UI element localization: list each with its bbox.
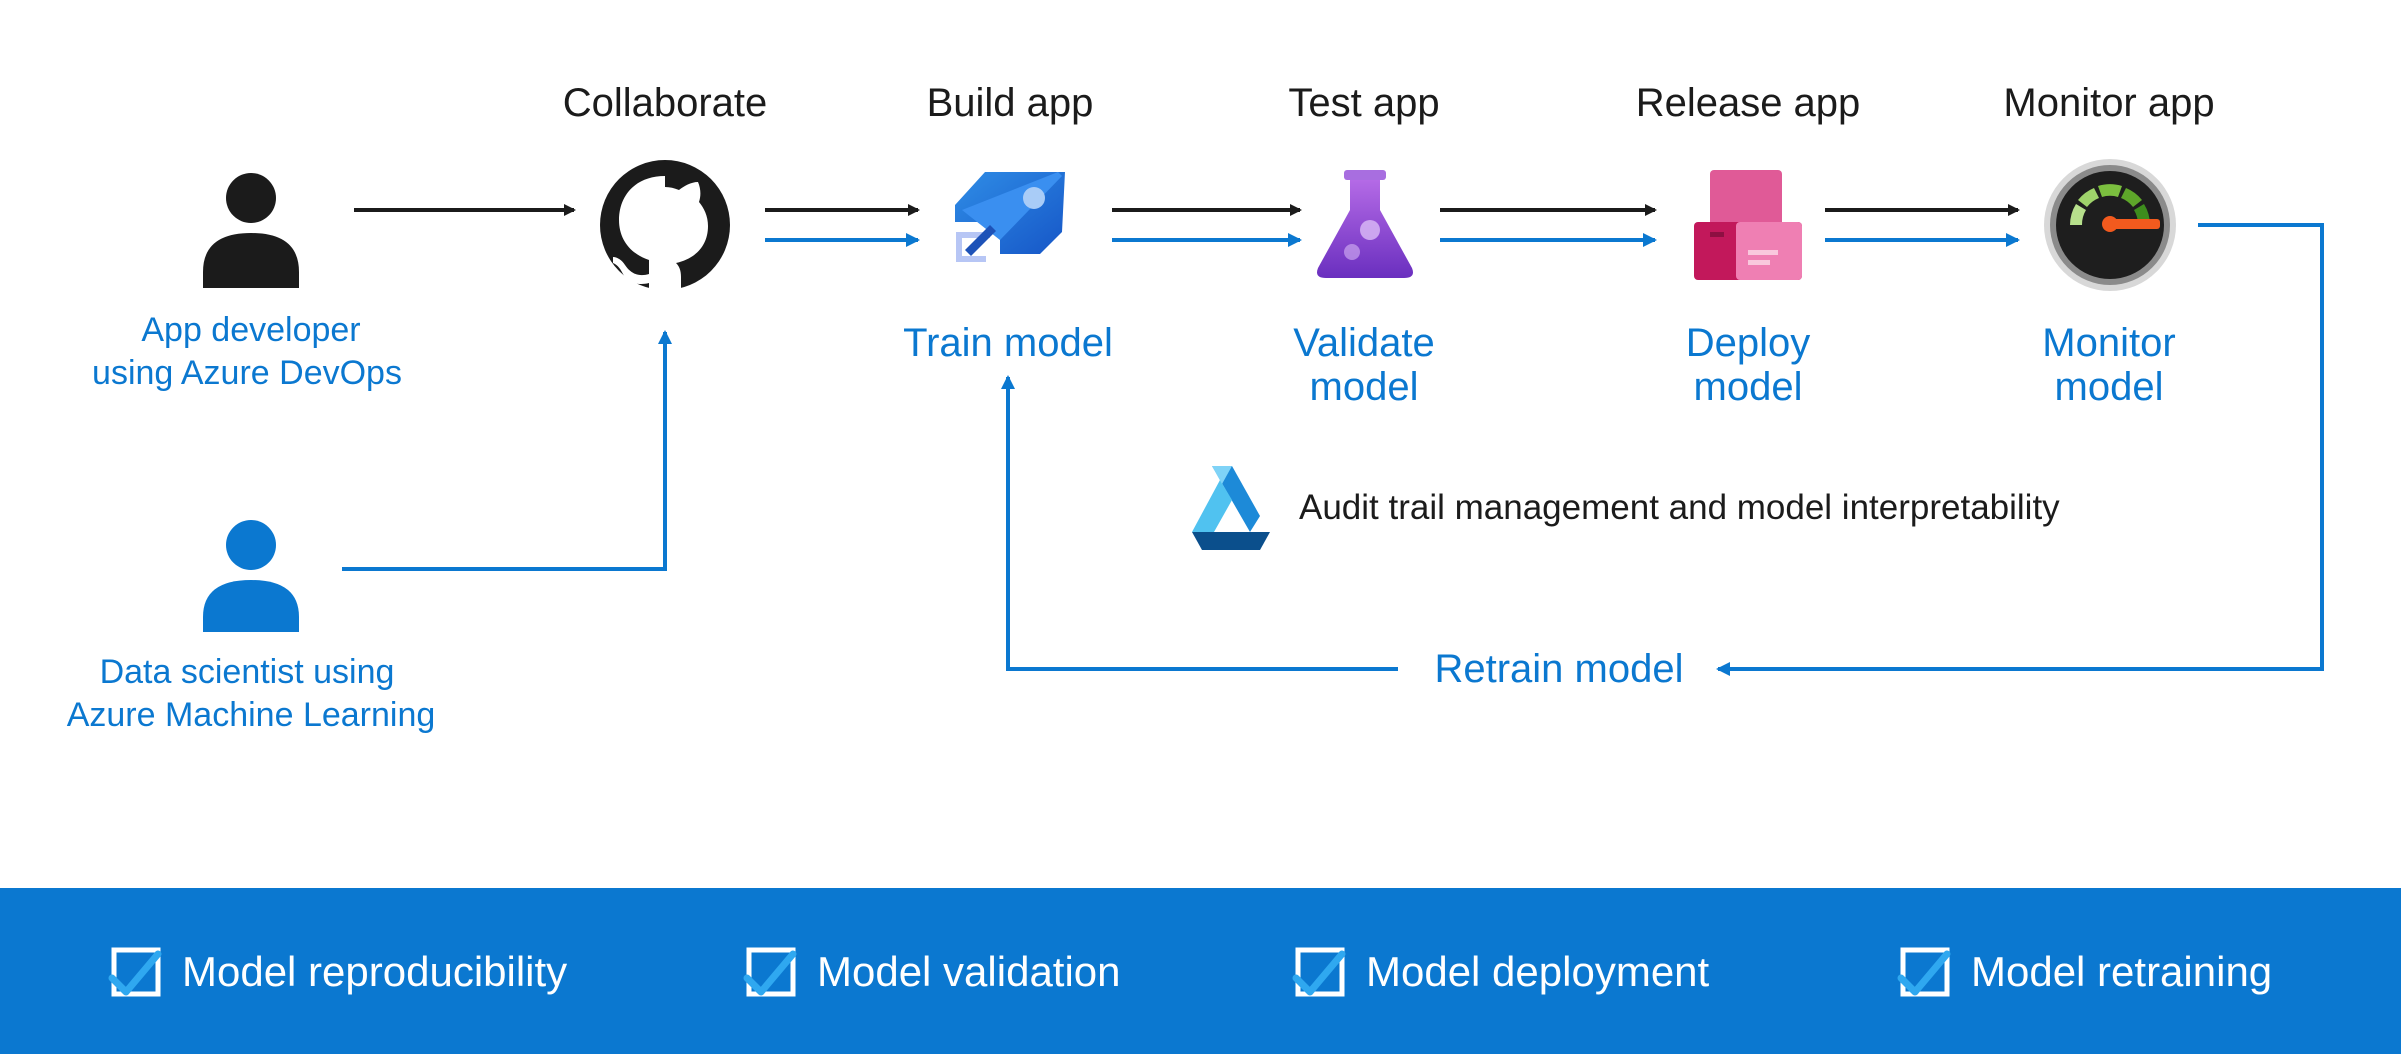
person-icon: [203, 173, 299, 288]
checkbox-icon: [743, 947, 797, 997]
monitor-model-label-line1: Monitor: [2042, 321, 2175, 365]
feature-deployment: Model deployment: [1292, 946, 1710, 998]
feature-label: Model validation: [817, 948, 1121, 995]
checkbox-icon: [1897, 947, 1951, 997]
stage-title-release: Release app: [1636, 81, 1861, 125]
checkbox-icon: [1292, 947, 1346, 997]
scientist-label-line2: Azure Machine Learning: [67, 696, 436, 734]
audit-trail-label: Audit trail management and model interpr…: [1299, 488, 2060, 527]
validate-model-label-line2: model: [1310, 365, 1419, 409]
checkbox-icon: [108, 947, 162, 997]
developer-label-line1: App developer: [141, 311, 360, 349]
train-model-label: Train model: [903, 321, 1113, 365]
feature-label: Model deployment: [1366, 948, 1710, 995]
test-flask-icon: [1317, 170, 1413, 278]
release-boxes-icon: [1694, 170, 1802, 280]
feature-reproducibility: Model reproducibility: [108, 946, 568, 998]
mlops-diagram: Collaborate Build app Test app Release a…: [67, 81, 2324, 734]
feature-validation: Model validation: [743, 946, 1121, 998]
stage-title-collaborate: Collaborate: [563, 81, 768, 125]
developer-label-line2: using Azure DevOps: [92, 354, 402, 392]
stage-title-build: Build app: [927, 81, 1094, 125]
flow-arrows: [342, 204, 2324, 676]
feature-label: Model retraining: [1971, 948, 2273, 995]
deploy-model-label-line2: model: [1694, 365, 1803, 409]
person-icon: [203, 520, 299, 632]
github-icon: [600, 160, 730, 303]
feature-label: Model reproducibility: [182, 948, 568, 995]
retrain-model-label: Retrain model: [1434, 647, 1683, 691]
deploy-model-label-line1: Deploy: [1686, 321, 1811, 365]
monitor-gauge-icon: [2044, 159, 2176, 291]
scientist-label-line1: Data scientist using: [100, 653, 395, 691]
azure-ml-icon: [1192, 466, 1270, 550]
stage-title-monitor: Monitor app: [2003, 81, 2214, 125]
validate-model-label-line1: Validate: [1293, 321, 1435, 365]
feature-retraining: Model retraining: [1897, 946, 2273, 998]
stage-title-test: Test app: [1288, 81, 1439, 125]
monitor-model-label-line2: model: [2055, 365, 2164, 409]
features-banner: Model reproducibility Model validation M…: [0, 888, 2401, 1054]
azure-pipelines-icon: [955, 172, 1065, 262]
